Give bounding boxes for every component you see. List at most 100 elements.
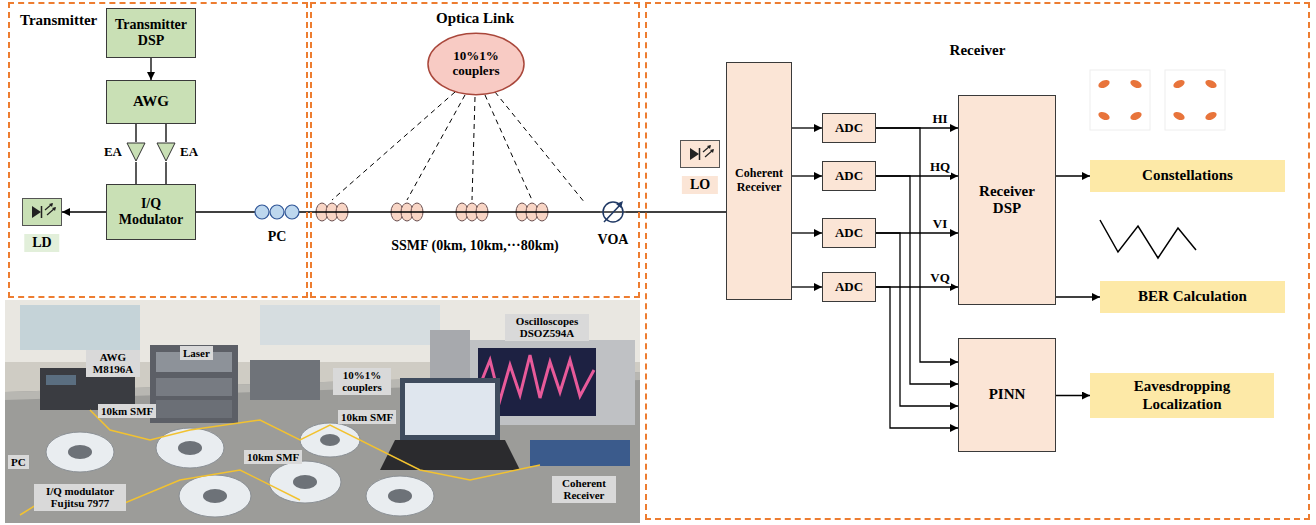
- adc-box: ADC: [822, 218, 876, 248]
- panel-title: Optica Link: [312, 10, 638, 27]
- constellation-plot: [1172, 78, 1186, 89]
- laser-diode-shape: [47, 208, 55, 215]
- node-label: I/Q Modulator: [113, 196, 189, 228]
- connector: [1056, 296, 1100, 297]
- polarization-controller-shape: [270, 205, 284, 219]
- coupler-tap-lines: [495, 92, 585, 203]
- lab-photo: [380, 440, 520, 470]
- constellation-plot: [1129, 110, 1143, 121]
- lab-photo: [405, 383, 495, 435]
- polarization-controller: PC: [255, 203, 299, 221]
- local-oscillator-shape: [705, 150, 713, 157]
- lab-photo: [156, 378, 232, 396]
- local-oscillator-shape: [690, 148, 699, 160]
- connector: [626, 211, 726, 212]
- connector: [299, 211, 600, 212]
- panel-title: Transmitter: [20, 12, 316, 29]
- laser-diode-shape: [45, 204, 52, 210]
- photo-label: 10km SMF: [244, 450, 302, 464]
- connector: [135, 124, 136, 142]
- voa-symbol-shape: [600, 200, 626, 224]
- node-label: EA: [104, 145, 122, 160]
- photo-label: Coherent Receiver: [552, 476, 616, 503]
- output-box: Constellations: [1090, 160, 1285, 192]
- connector: [792, 286, 822, 287]
- lab-photo: [68, 445, 92, 459]
- polarization-controller-shape: [255, 203, 299, 221]
- amplifier-symbol-shape: [156, 142, 176, 162]
- connector: [876, 287, 958, 428]
- node-label: BER Calculation: [1138, 288, 1247, 305]
- lab-photo: [90, 410, 540, 480]
- signal-name: VI: [932, 217, 948, 232]
- connector: [1056, 175, 1090, 176]
- constellation-plot: [1172, 110, 1186, 121]
- coupler-tap-lines: [332, 92, 585, 203]
- connector: [876, 176, 958, 384]
- amplifier-symbol: EA: [126, 142, 146, 162]
- node-label: ADC: [835, 226, 863, 241]
- pinn-box: PINN: [958, 338, 1056, 452]
- constellation-plot: [1097, 78, 1111, 89]
- lab-photo: [46, 375, 76, 385]
- lab-photo: [179, 475, 251, 517]
- node-label: LD: [24, 234, 59, 252]
- node-label: Constellations: [1142, 167, 1233, 184]
- local-oscillator-shape: [681, 141, 720, 168]
- local-oscillator-shape: [680, 140, 720, 168]
- node-label: VOA: [598, 232, 629, 248]
- node-label: ADC: [835, 121, 863, 136]
- connector: [150, 58, 151, 80]
- constellation-plot: [1204, 110, 1218, 121]
- local-oscillator-shape: [707, 145, 711, 149]
- node-label: ADC: [835, 280, 863, 295]
- lab-photo: [250, 360, 320, 400]
- connector: [196, 211, 255, 212]
- adc-box: ADC: [822, 113, 876, 143]
- node-label: Receiver DSP: [965, 183, 1049, 218]
- connector: [165, 124, 166, 142]
- voa-symbol: VOA: [600, 200, 626, 224]
- lab-photo: [366, 476, 434, 516]
- receiver-panel: LOCoherent ReceiverADCADCADCADCReceiver …: [645, 2, 1310, 520]
- coupler-ellipse: 10%1% couplers: [427, 32, 525, 96]
- lab-photo: [5, 300, 640, 523]
- node-label: Eavesdropping Localization: [1096, 378, 1268, 413]
- lab-photo: [150, 345, 238, 423]
- lab-photo: [430, 330, 470, 385]
- node-label: Transmitter DSP: [113, 17, 189, 49]
- constellation-plot: [1090, 70, 1225, 130]
- constellation-plot: [1204, 78, 1218, 89]
- node-label: ADC: [835, 169, 863, 184]
- laser-diode-shape: [22, 198, 62, 226]
- voa-symbol-shape: [603, 202, 623, 222]
- dsp-box: Receiver DSP: [958, 95, 1056, 305]
- connector: [135, 162, 136, 184]
- connector: [792, 175, 822, 176]
- polarization-controller-shape: [255, 205, 269, 219]
- awg-box: AWG: [106, 80, 196, 124]
- photo-label: AWG M8196A: [86, 350, 140, 377]
- local-oscillator-shape: [710, 149, 714, 153]
- photo-label: 10%1% couplers: [333, 368, 391, 395]
- lab-photo: [20, 305, 140, 350]
- lab-photo: [400, 378, 500, 440]
- signal-name: HQ: [929, 160, 951, 175]
- lab-photo: [46, 432, 114, 472]
- polarization-controller-shape: [285, 205, 299, 219]
- laser-diode-shape: [52, 207, 56, 211]
- node-label: AWG: [133, 93, 169, 110]
- photo-label: I/Q modulator Fujitsu 7977: [34, 484, 126, 511]
- node-label: EA: [180, 145, 198, 160]
- amplifier-symbol-shape: [157, 143, 175, 161]
- modulator-box: I/Q Modulator: [106, 184, 196, 240]
- amplifier-symbol: EA: [156, 142, 176, 162]
- laser-diode-shape: [49, 203, 53, 207]
- node-label: LO: [682, 176, 718, 194]
- dsp-box: Transmitter DSP: [106, 8, 196, 58]
- lab-photo: [156, 400, 232, 418]
- photo-label: 10km SMF: [338, 410, 396, 424]
- local-oscillator: LO: [680, 140, 720, 168]
- ber-curve: [1100, 220, 1196, 258]
